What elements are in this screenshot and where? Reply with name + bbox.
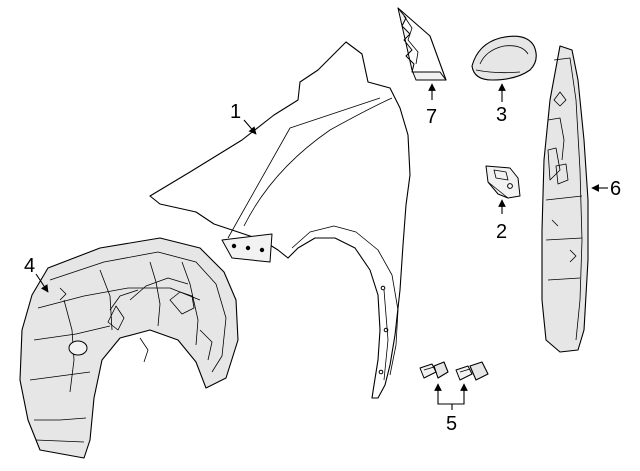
bolt-part-right[interactable] (455, 361, 489, 381)
fender-part[interactable] (149, 41, 411, 399)
callout-1: 1 (230, 101, 241, 123)
leader-4 (35, 273, 49, 293)
callout-2: 2 (496, 221, 507, 243)
leader-5-left (434, 383, 452, 405)
callout-4: 4 (24, 255, 35, 277)
callout-6: 6 (610, 178, 621, 200)
splash-shield-part[interactable] (19, 237, 239, 459)
bracket-part-7[interactable] (397, 7, 447, 81)
callout-5: 5 (446, 413, 457, 435)
bolt-part-left[interactable] (419, 361, 449, 379)
shield-panel-part[interactable] (541, 45, 589, 353)
leader-lines (35, 83, 608, 410)
callout-3: 3 (496, 104, 507, 126)
leader-1 (243, 119, 257, 135)
callout-7: 7 (426, 106, 437, 128)
callout-labels: 1 2 3 4 5 6 7 (24, 101, 621, 435)
leader-5-right (452, 383, 468, 405)
trim-cap-part[interactable] (471, 35, 537, 81)
bracket-part-2[interactable] (485, 165, 521, 199)
